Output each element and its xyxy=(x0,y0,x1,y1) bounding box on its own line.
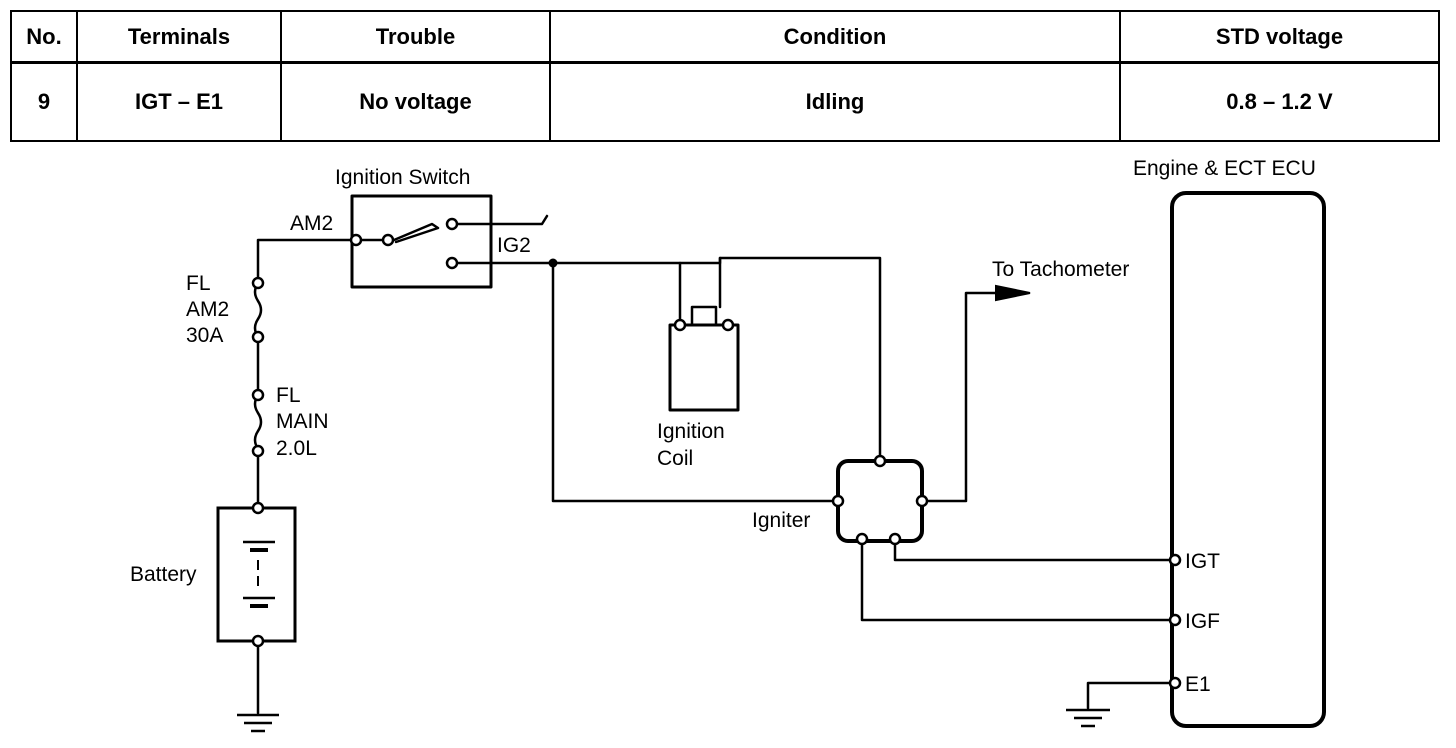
table-row: 9 IGT – E1 No voltage Idling 0.8 – 1.2 V xyxy=(10,61,1440,142)
label-fl-am2-3: 30A xyxy=(186,324,223,347)
label-ignition-coil-1: Ignition xyxy=(657,420,725,443)
cell-no: 9 xyxy=(10,61,78,142)
terminal-circles xyxy=(251,217,1182,690)
header-std-voltage: STD voltage xyxy=(1119,10,1440,64)
spec-table: No. Terminals Trouble Condition STD volt… xyxy=(10,10,1440,142)
label-igt: IGT xyxy=(1185,550,1220,573)
switch-blade xyxy=(392,222,440,244)
battery-symbol xyxy=(216,506,297,643)
fuse-main-link xyxy=(253,393,263,451)
wire-tach xyxy=(920,291,998,503)
label-igniter: Igniter xyxy=(752,509,810,532)
label-fl-main-3: 2.0L xyxy=(276,437,317,460)
label-ecu: Engine & ECT ECU xyxy=(1133,157,1316,180)
label-ig2: IG2 xyxy=(497,234,531,257)
header-condition: Condition xyxy=(549,10,1121,64)
label-igf: IGF xyxy=(1185,610,1220,633)
label-to-tachometer: To Tachometer xyxy=(992,258,1129,281)
header-trouble: Trouble xyxy=(280,10,551,64)
junction-dot xyxy=(548,258,558,268)
label-ignition-switch: Ignition Switch xyxy=(335,166,470,189)
header-terminals: Terminals xyxy=(76,10,282,64)
label-ignition-coil-2: Coil xyxy=(657,447,693,470)
ecu-box xyxy=(1170,191,1326,728)
ignition-coil-top xyxy=(690,305,718,327)
wire-e1-ground xyxy=(1086,681,1177,710)
wire-igf xyxy=(860,539,1177,622)
wire-am2-to-fuse xyxy=(256,238,358,285)
label-fl-main-2: MAIN xyxy=(276,410,329,433)
ignition-coil-body xyxy=(668,323,740,412)
igniter-box xyxy=(836,459,924,543)
label-fl-am2-1: FL xyxy=(186,272,211,295)
switch-am-output xyxy=(450,214,549,226)
label-fl-am2-2: AM2 xyxy=(186,298,229,321)
wire-igt xyxy=(893,539,1177,562)
table-header-row: No. Terminals Trouble Condition STD volt… xyxy=(10,10,1440,64)
wire-ig2-to-igniter xyxy=(551,261,840,503)
label-battery: Battery xyxy=(130,563,197,586)
fuse-am2-link xyxy=(253,281,263,339)
ignition-switch-box xyxy=(350,194,493,289)
ground-symbol-ecu xyxy=(1066,708,1110,728)
label-e1: E1 xyxy=(1185,673,1211,696)
label-am2: AM2 xyxy=(290,212,333,235)
ground-symbol-left xyxy=(237,713,279,733)
cell-condition: Idling xyxy=(549,61,1121,142)
cell-std-voltage: 0.8 – 1.2 V xyxy=(1119,61,1440,142)
header-no: No. xyxy=(10,10,78,64)
cell-trouble: No voltage xyxy=(280,61,551,142)
label-fl-main-1: FL xyxy=(276,384,301,407)
arrow-to-tachometer-icon xyxy=(995,284,1031,302)
cell-terminals: IGT – E1 xyxy=(76,61,282,142)
